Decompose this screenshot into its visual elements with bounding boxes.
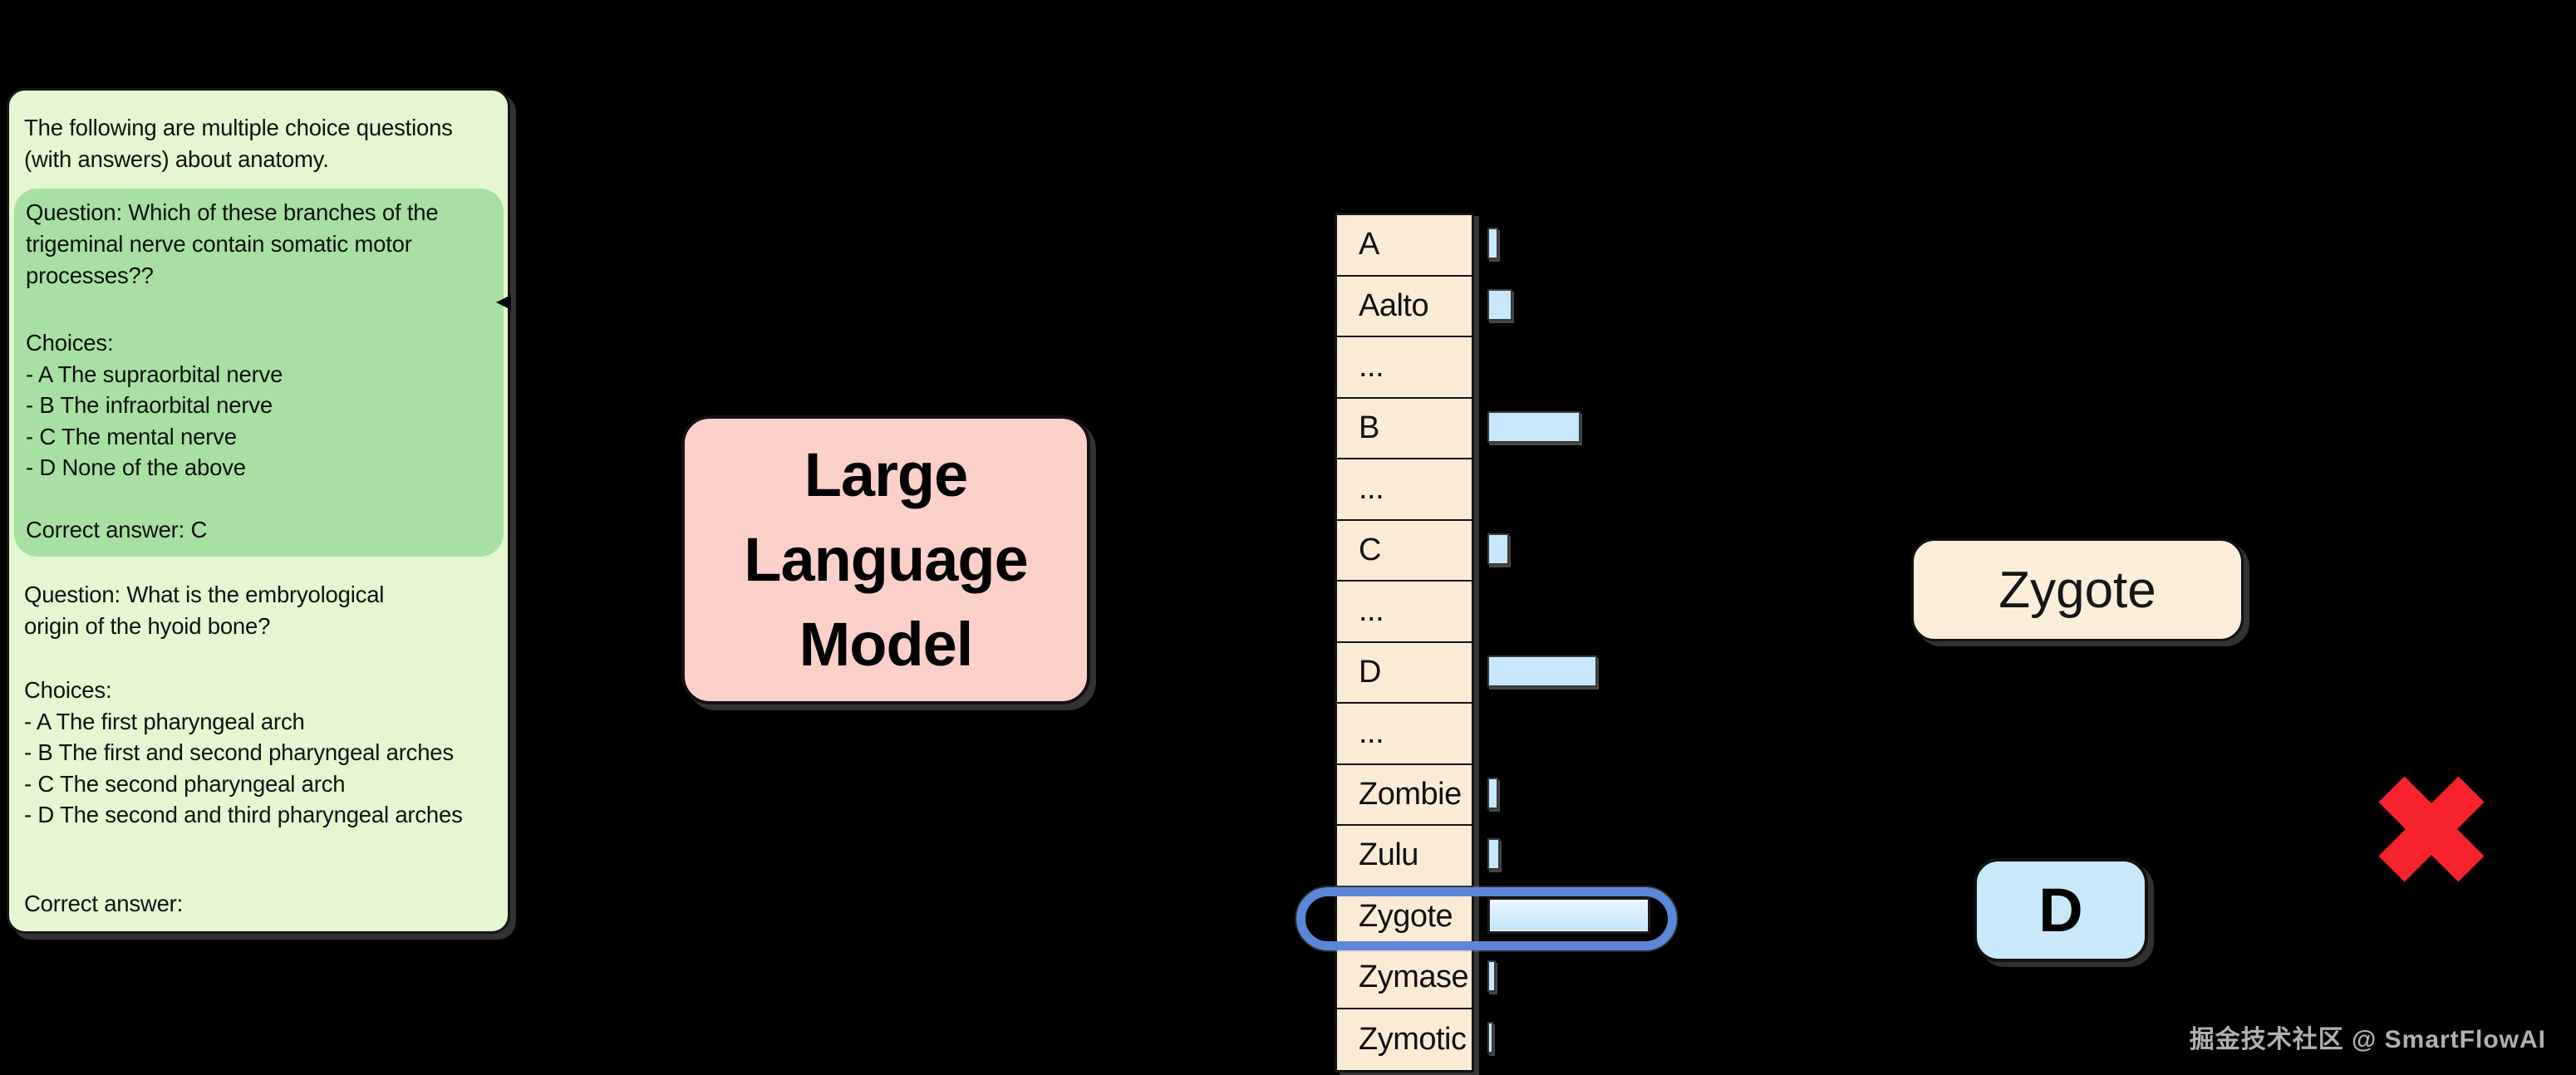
token-row: Aalto [1337, 277, 1472, 337]
choice-item: - D The second and third pharyngeal arch… [24, 802, 463, 827]
choice-item: - A The supraorbital nerve [26, 361, 283, 387]
token-label: ... [1359, 349, 1384, 385]
probability-bar [1487, 228, 1498, 259]
probability-bar [1487, 533, 1509, 565]
token-label: A [1359, 227, 1379, 263]
probability-bar [1487, 960, 1496, 992]
probability-bar [1487, 896, 1650, 934]
token-row: B [1337, 399, 1472, 459]
probability-bar [1487, 655, 1597, 687]
expected-answer-box: D [1974, 858, 2148, 962]
token-row: Zulu [1337, 826, 1472, 887]
choice-item: - C The second pharyngeal arch [24, 770, 346, 797]
prompt-header: The following are multiple choice questi… [24, 115, 453, 172]
token-row: A [1337, 215, 1472, 277]
bubble-tail-notch [496, 295, 511, 310]
probability-bar [1487, 1021, 1493, 1053]
predicted-token-box: Zygote [1911, 538, 2244, 641]
shot-choices: Choices: - A The supraorbital nerve - B … [26, 330, 283, 486]
token-label: Zygote [1359, 898, 1453, 934]
token-label: Zymotic [1359, 1021, 1467, 1057]
choice-item: - C The mental nerve [26, 423, 237, 449]
token-row: ... [1337, 459, 1472, 521]
token-row: Zombie [1337, 765, 1472, 826]
predicted-token-label: Zygote [1998, 561, 2156, 619]
token-row: D [1337, 643, 1472, 704]
probability-bar [1487, 777, 1498, 809]
token-row: C [1337, 521, 1472, 582]
token-row: ... [1337, 704, 1472, 765]
token-label: ... [1359, 593, 1384, 629]
token-label: D [1359, 654, 1381, 690]
token-row: ... [1337, 582, 1472, 643]
shot-example-bubble: Question: Which of these branches of the… [14, 189, 504, 557]
token-label: B [1359, 410, 1379, 445]
choice-item: - D None of the above [26, 454, 246, 480]
bars-layer [1487, 215, 1753, 1073]
shot-question: Question: Which of these branches of the… [26, 199, 439, 288]
choices-label: Choices: [26, 330, 114, 356]
token-row: Zymotic [1337, 1009, 1472, 1071]
token-label: Zombie [1359, 776, 1462, 812]
large-language-model-box: Large Language Model [681, 415, 1090, 704]
llm-label: Large Language Model [744, 440, 1028, 679]
test-correct-answer: Correct answer: [24, 891, 184, 916]
token-label: Zulu [1359, 837, 1418, 873]
probability-bar [1487, 838, 1500, 870]
prompt-box: The following are multiple choice questi… [7, 88, 511, 934]
red-x-icon [2378, 776, 2485, 882]
shot-correct-answer: Correct answer: C [26, 517, 208, 542]
token-label: C [1359, 532, 1381, 567]
choice-item: - B The infraorbital nerve [26, 392, 273, 418]
token-row: ... [1337, 337, 1472, 399]
highlight-ring [1296, 887, 1677, 950]
choice-item: - A The first pharyngeal arch [24, 708, 305, 734]
token-label: ... [1359, 715, 1384, 751]
probability-bar [1487, 410, 1581, 443]
token-row: Zymase [1337, 948, 1472, 1009]
expected-answer-label: D [2038, 876, 2083, 945]
test-choices: Choices: - A The first pharyngeal arch -… [24, 677, 463, 833]
choice-item: - B The first and second pharyngeal arch… [24, 739, 454, 765]
choices-label: Choices: [24, 677, 112, 703]
token-label: Zymase [1359, 960, 1469, 995]
token-label: Aalto [1359, 287, 1429, 323]
watermark: 掘金技术社区 @ SmartFlowAI [2189, 1026, 2546, 1053]
test-question: Question: What is the embryological orig… [24, 582, 385, 639]
token-label: ... [1359, 471, 1384, 507]
probability-bar [1487, 288, 1512, 321]
